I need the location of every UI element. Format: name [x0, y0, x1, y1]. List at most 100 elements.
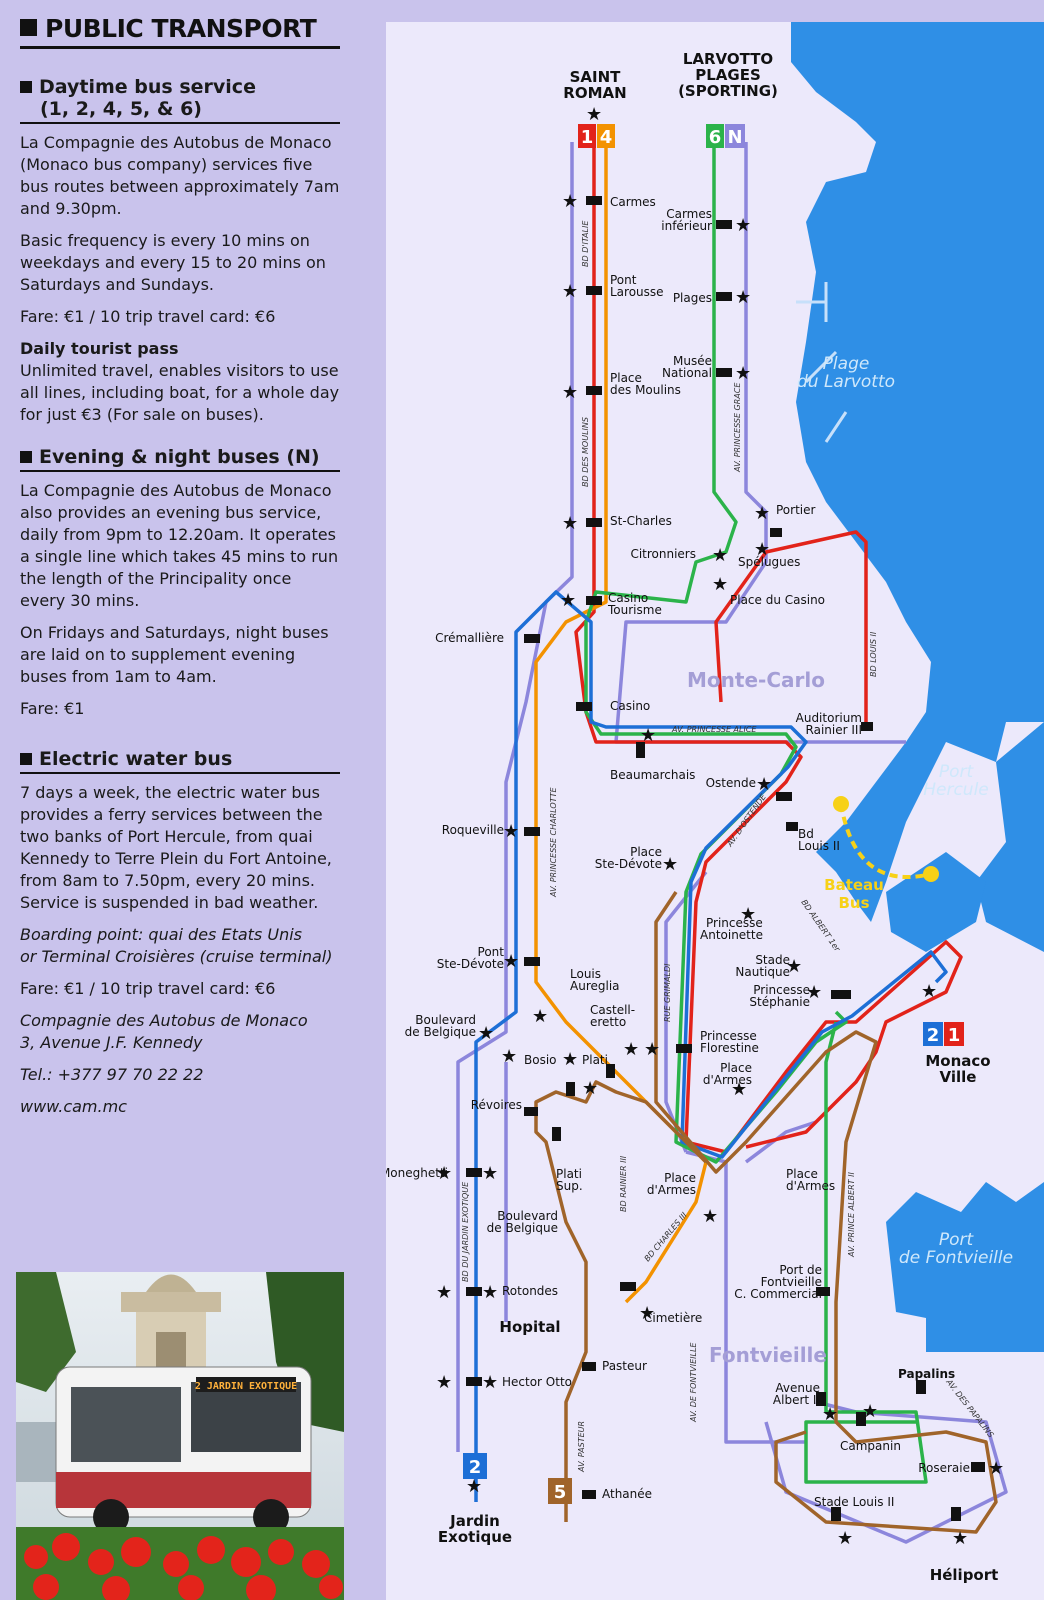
stop-marker[interactable]	[636, 742, 645, 758]
daytime-heading-line1: Daytime bus service	[39, 76, 256, 98]
bus-photo: 2 JARDIN EXOTIQUE	[16, 1272, 344, 1600]
stop-revoires: Révoires	[471, 1098, 522, 1112]
stop-princesse-antoinette-2: Antoinette	[700, 928, 763, 942]
stop-marker[interactable]	[586, 596, 602, 605]
stop-marker[interactable]	[716, 292, 732, 301]
star-icon: ★	[482, 1163, 498, 1184]
stop-marker[interactable]	[524, 827, 540, 836]
evening-p1: La Compagnie des Autobus de Monaco also …	[20, 481, 339, 610]
stop-marker[interactable]	[861, 722, 873, 731]
stop-place-armes-top-1: Place	[720, 1061, 752, 1075]
company-phone: Tel.: +377 97 70 22 22	[20, 1065, 204, 1084]
stop-marker[interactable]	[776, 792, 792, 801]
stop-marker[interactable]	[552, 1127, 561, 1141]
stop-bd-belgique2-1: Boulevard	[497, 1209, 558, 1223]
bateau-bus-label-2: Bus	[838, 894, 869, 912]
stop-marker[interactable]	[586, 518, 602, 527]
star-icon: ★	[562, 191, 578, 212]
stop-auditorium-1: Auditorium	[796, 711, 862, 725]
boarding-line2: or Terminal Croisières (cruise terminal)	[20, 947, 333, 966]
star-icon: ★	[754, 539, 770, 560]
stop-st-charles: St-Charles	[610, 514, 672, 528]
stop-marker[interactable]	[524, 957, 540, 966]
stop-marker[interactable]	[606, 1064, 615, 1078]
beach-jetties	[796, 282, 848, 443]
stop-marker[interactable]	[716, 368, 732, 377]
terminal-larvotto-1: LARVOTTO	[683, 50, 773, 68]
stop-carmes: Carmes	[610, 195, 656, 209]
star-icon: ★	[639, 1303, 655, 1324]
stop-place-armes-r-1: Place	[786, 1167, 818, 1181]
stop-marker[interactable]	[582, 1362, 596, 1371]
star-icon: ★	[586, 104, 602, 125]
company-website[interactable]: www.cam.mc	[20, 1097, 127, 1116]
stop-princesse-stephanie-2: Stéphanie	[749, 995, 810, 1009]
stop-bd-belgique-2: de Belgique	[405, 1025, 476, 1039]
sea-hercule	[886, 852, 986, 952]
star-icon: ★	[436, 1282, 452, 1303]
stop-marker[interactable]	[586, 386, 602, 395]
stop-marker[interactable]	[786, 822, 798, 831]
stop-marker[interactable]	[586, 286, 602, 295]
route-lines	[456, 142, 1008, 1544]
stop-marker[interactable]	[816, 1287, 830, 1296]
stop-marker[interactable]	[466, 1377, 482, 1386]
stop-stade-nautique-2: Nautique	[735, 965, 790, 979]
evening-heading: Evening & night buses (N)	[20, 446, 340, 472]
stop-musee-2: National	[662, 366, 712, 380]
stop-plati: Plati	[582, 1053, 608, 1067]
star-icon: ★	[532, 1006, 548, 1027]
stop-marker[interactable]	[582, 1490, 596, 1499]
water-label-hercule-1: Port	[939, 762, 975, 782]
stop-marker[interactable]	[916, 1380, 926, 1394]
star-icon: ★	[562, 1049, 578, 1070]
star-icon: ★	[436, 1163, 452, 1184]
stop-papalins: Papalins	[898, 1367, 955, 1381]
stop-stade-louis: Stade Louis II	[814, 1495, 894, 1509]
stop-marker[interactable]	[466, 1168, 482, 1177]
stop-plati-sup-2: Sup.	[556, 1179, 583, 1193]
stop-castelleretto-1: Castell-	[590, 1003, 635, 1017]
star-icon: ★	[822, 1404, 838, 1425]
stop-place-armes-r-2: d'Armes	[786, 1179, 835, 1193]
stop-place-moulins-2: des Moulins	[610, 383, 681, 397]
stop-spelugues: Spélugues	[738, 555, 800, 569]
bullet-square-icon	[20, 19, 37, 36]
stop-marker[interactable]	[856, 1412, 866, 1426]
stop-marker[interactable]	[466, 1287, 482, 1296]
stop-pont-larousse-2: Larousse	[610, 285, 664, 299]
stop-port-fontvieille-1: Port de	[779, 1263, 822, 1277]
stop-marker[interactable]	[524, 634, 540, 643]
daytime-section: Daytime bus service(1, 2, 4, 5, & 6) La …	[20, 76, 340, 436]
stop-avenue-albert-2: Albert II	[773, 1393, 820, 1407]
stop-marker[interactable]	[831, 990, 851, 999]
evening-section: Evening & night buses (N) La Compagnie d…	[20, 446, 340, 730]
water-label-larvotto-2: du Larvotto	[797, 372, 895, 392]
stop-marker[interactable]	[586, 196, 602, 205]
stop-marker[interactable]	[816, 1392, 826, 1406]
stop-marker[interactable]	[770, 528, 782, 537]
water-bus-section: Electric water bus 7 days a week, the el…	[20, 748, 340, 1128]
star-icon: ★	[806, 982, 822, 1003]
stop-marker[interactable]	[620, 1282, 636, 1291]
road-bd-jardin: BD DU JARDIN EXOTIQUE	[461, 1181, 470, 1282]
stop-marker[interactable]	[951, 1507, 961, 1521]
star-icon: ★	[562, 281, 578, 302]
stop-marker[interactable]	[971, 1462, 985, 1472]
bus-photo-illustration: 2 JARDIN EXOTIQUE	[16, 1272, 344, 1600]
stop-carmes-inf-2: inférieur	[661, 219, 712, 233]
water-bus-stop-left	[833, 796, 849, 812]
star-icon: ★	[735, 287, 751, 308]
sea-areas	[791, 22, 1044, 1352]
star-icon: ★	[562, 513, 578, 534]
tourist-pass-title: Daily tourist pass	[20, 339, 179, 358]
stop-marker[interactable]	[831, 1507, 841, 1521]
star-icon: ★	[731, 1079, 747, 1100]
stop-marker[interactable]	[524, 1107, 538, 1116]
stop-marker[interactable]	[716, 220, 732, 229]
stop-marker[interactable]	[566, 1082, 575, 1096]
stop-marker[interactable]	[676, 1044, 692, 1053]
stop-marker[interactable]	[576, 702, 592, 711]
company-name: Compagnie des Autobus de Monaco	[20, 1011, 308, 1030]
terminal-jardin-2: Exotique	[438, 1528, 512, 1546]
